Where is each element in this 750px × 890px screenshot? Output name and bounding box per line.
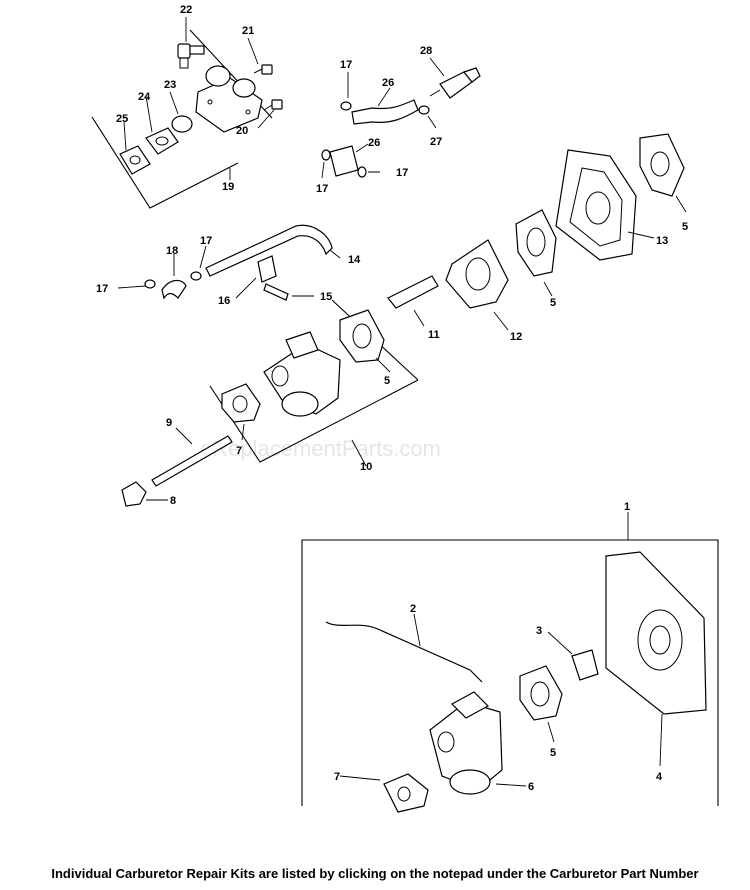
callout-28: 28: [420, 45, 432, 57]
part-22-fitting: [177, 43, 205, 69]
callout-21: 21: [242, 25, 254, 37]
part-17-clamp-right: [190, 271, 202, 281]
callout-6: 6: [528, 781, 534, 793]
callout-15: 15: [320, 291, 332, 303]
part-13-heat-shield: [555, 149, 637, 261]
part-4-backplate: [605, 551, 707, 715]
callout-4: 4: [656, 771, 663, 783]
fuel-filter-group: 17 28 26 27 26 17 17: [316, 45, 481, 195]
carburetor-group-upper: 5 7 10: [209, 299, 419, 473]
part-7-gasket-carb: [221, 383, 261, 423]
callout-26b: 26: [368, 137, 380, 149]
part-25-gasket: [119, 145, 151, 175]
part-fuel-pump-body: [195, 65, 263, 133]
callout-7a: 7: [236, 445, 242, 457]
part-27-clamp: [418, 105, 430, 115]
callout-17e: 17: [96, 283, 108, 295]
callout-11: 11: [428, 329, 440, 341]
watermark: eReplacementParts.com: [200, 436, 441, 461]
part-8-nut: [121, 481, 147, 507]
part-5-gasket-carb: [339, 309, 385, 363]
callout-16: 16: [218, 295, 230, 307]
part-6-carburetor: [429, 691, 503, 795]
callout-5c: 5: [384, 375, 390, 387]
part-20-screw: [263, 99, 283, 111]
carburetor-kit-group: 1 2 3 5 4 7 6: [301, 501, 719, 813]
callout-19: 19: [222, 181, 234, 193]
callout-17a: 17: [340, 59, 352, 71]
heat-shield-group: 5 13: [555, 133, 688, 261]
part-16-bracket: [257, 255, 277, 283]
callout-26a: 26: [382, 77, 394, 89]
part-5-gasket-kit: [519, 665, 563, 721]
callout-23: 23: [164, 79, 176, 91]
part-5-gasket-middle: [515, 209, 557, 277]
callout-17c: 17: [396, 167, 408, 179]
fuel-line-group: 18 17 17 14 16 15: [96, 224, 361, 307]
callout-24: 24: [138, 91, 151, 103]
callout-5d: 5: [550, 747, 556, 759]
callout-17d: 17: [200, 235, 212, 247]
part-28-fuel-filter: [429, 67, 481, 99]
callout-12: 12: [510, 331, 522, 343]
callout-14: 14: [348, 254, 361, 266]
callout-22: 22: [180, 4, 192, 16]
part-2-link: [325, 621, 483, 683]
callout-8: 8: [170, 495, 176, 507]
callout-20: 20: [236, 125, 248, 137]
part-23-gasket: [171, 115, 193, 133]
part-3-bracket: [571, 649, 599, 681]
callout-3: 3: [536, 625, 542, 637]
callout-9: 9: [166, 417, 172, 429]
part-24-gasket: [145, 127, 179, 155]
fuel-pump-group: 22 21 23 24 25 20 19: [91, 4, 283, 209]
part-12-spacer: [445, 239, 509, 309]
callout-17b: 17: [316, 183, 328, 195]
callout-27: 27: [430, 136, 442, 148]
part-18-hose: [161, 279, 187, 300]
spacer-group: 11 12 5: [387, 209, 557, 343]
part-5-gasket-top: [639, 133, 685, 197]
part-17-clamp-lower-left: [321, 149, 331, 161]
callout-10: 10: [360, 461, 372, 473]
part-17-clamp-left: [144, 279, 156, 289]
part-17-clamp: [340, 101, 352, 111]
part-17-clamp-lower-right: [357, 166, 367, 178]
part-14-fuel-line: [205, 224, 333, 277]
part-9-stud: [151, 435, 233, 487]
callout-25: 25: [116, 113, 128, 125]
part-11-stud: [387, 275, 439, 309]
part-26-hose: [351, 99, 419, 125]
callout-1: 1: [624, 501, 630, 513]
callout-7b: 7: [334, 771, 340, 783]
part-7-gasket-kit: [383, 773, 429, 813]
part-15-screw: [263, 283, 289, 301]
callout-18: 18: [166, 245, 178, 257]
callout-5a: 5: [682, 221, 688, 233]
callout-13: 13: [656, 235, 668, 247]
callout-2: 2: [410, 603, 416, 615]
stud-nut-group: 9 8: [121, 417, 233, 507]
part-26-hose-short: [329, 145, 359, 177]
carburetor-kit-caption: Individual Carburetor Repair Kits are li…: [51, 866, 699, 881]
part-carburetor-upper: [263, 331, 341, 417]
callout-5b: 5: [550, 297, 556, 309]
part-21-screw: [253, 64, 273, 75]
